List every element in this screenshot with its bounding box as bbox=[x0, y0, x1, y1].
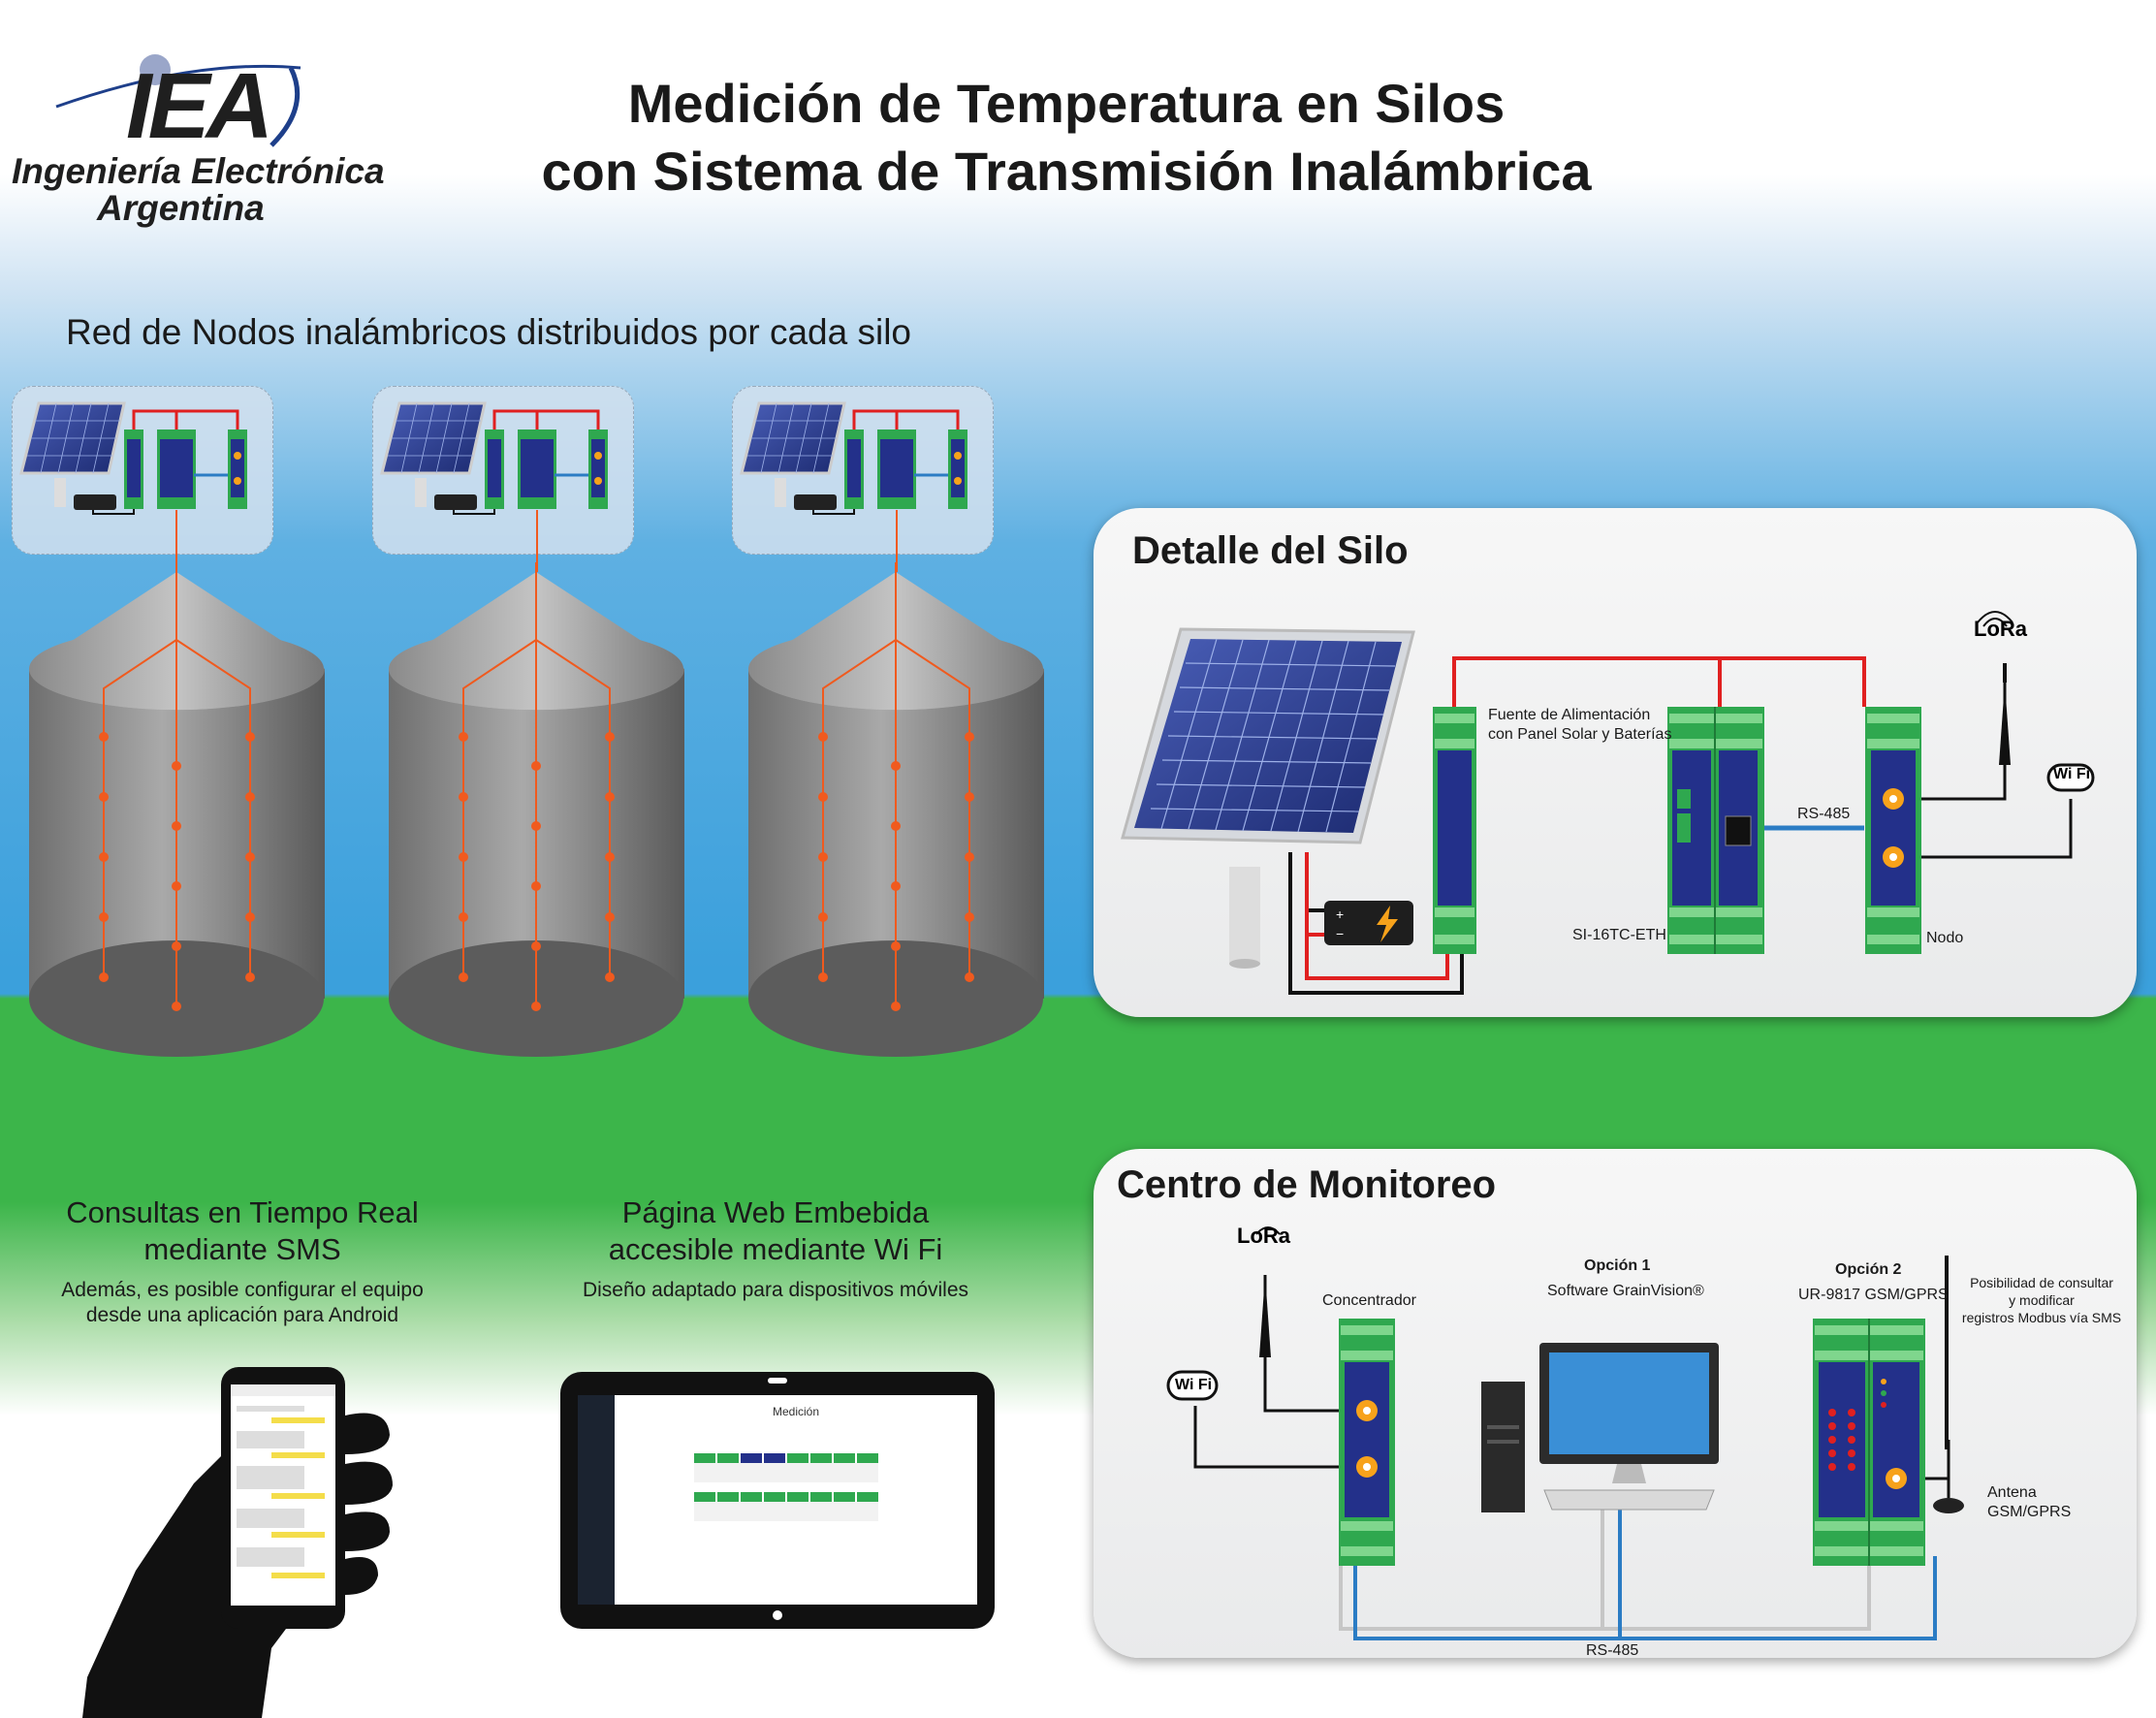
silo-detail-title: Detalle del Silo bbox=[1132, 529, 1409, 572]
tablet-sidebar bbox=[578, 1395, 615, 1605]
monitoring-lora-label: LoRa bbox=[1237, 1224, 1290, 1248]
monitoring-rs485-label: RS-485 bbox=[1586, 1642, 1639, 1659]
web-heading-2: accesible mediante Wi Fi bbox=[608, 1232, 943, 1266]
lora-label: LoRa bbox=[1974, 617, 2027, 641]
page-title: Medición de Temperatura en Silos con Sis… bbox=[388, 70, 1745, 206]
monitoring-diagram bbox=[1166, 1226, 1964, 1640]
ur9817-module bbox=[1813, 1319, 1925, 1566]
antenna-label-1: Antena bbox=[1987, 1484, 2037, 1501]
option2-title: Opción 2 bbox=[1835, 1261, 1902, 1278]
tablet-camera bbox=[768, 1378, 787, 1384]
consult-line3: registros Modbus vía SMS bbox=[1961, 1310, 2122, 1325]
power-label-1: Fuente de Alimentación bbox=[1488, 707, 1651, 723]
monitoring-wifi-label: Wi Fi bbox=[1175, 1377, 1213, 1393]
sms-heading-1: Consultas en Tiempo Real bbox=[66, 1195, 419, 1229]
consult-line2: y modificar bbox=[2009, 1292, 2075, 1308]
logo-mark: IEA bbox=[126, 54, 273, 158]
silo-detail-diagram: +− bbox=[1121, 611, 2095, 995]
mini-node-2 bbox=[380, 401, 610, 574]
silo-2 bbox=[388, 571, 685, 1058]
concentrator-module bbox=[1339, 1319, 1395, 1566]
tablet-data-grid bbox=[694, 1453, 878, 1521]
option1-desc: Software GrainVision® bbox=[1547, 1283, 1704, 1299]
sms-desc-2: desde una aplicación para Android bbox=[85, 1304, 399, 1326]
tablet-page-title: Medición bbox=[772, 1405, 820, 1418]
consult-line1: Posibilidad de consultar bbox=[1970, 1275, 2113, 1290]
svg-text:+: + bbox=[1336, 907, 1344, 922]
svg-text:−: − bbox=[1336, 926, 1344, 941]
node-box-devices bbox=[19, 401, 969, 574]
wifi-badge-icon bbox=[2046, 763, 2095, 792]
title-line1: Medición de Temperatura en Silos bbox=[627, 73, 1506, 134]
option2-desc: UR-9817 GSM/GPRS bbox=[1798, 1287, 1949, 1303]
logo-line1: Ingeniería Electrónica bbox=[12, 151, 385, 191]
tablet-home-button bbox=[773, 1610, 782, 1620]
lora-antenna-icon bbox=[1999, 663, 2011, 765]
silo-1 bbox=[29, 572, 325, 1057]
mini-node-3 bbox=[740, 401, 969, 574]
computer-icon bbox=[1481, 1343, 1719, 1512]
lora-antenna-icon-2 bbox=[1259, 1275, 1271, 1357]
network-heading: Red de Nodos inalámbricos distribuidos p… bbox=[66, 312, 912, 352]
sms-desc-1: Además, es posible configurar el equipo bbox=[61, 1279, 424, 1301]
web-heading-1: Página Web Embebida bbox=[621, 1195, 930, 1229]
logo bbox=[0, 39, 407, 233]
tablet: Medición bbox=[560, 1372, 995, 1629]
tablet-screen: Medición bbox=[578, 1395, 977, 1605]
web-section: Página Web Embebida accesible mediante W… bbox=[562, 1194, 989, 1303]
power-supply-module bbox=[1433, 707, 1476, 954]
wifi-label: Wi Fi bbox=[2053, 766, 2091, 782]
consult-note: Posibilidad de consultar y modificar reg… bbox=[1954, 1274, 2129, 1326]
si16tc-eth-module bbox=[1667, 707, 1764, 954]
si16tc-label: SI-16TC-ETH bbox=[1572, 927, 1666, 943]
wifi-badge-icon-2 bbox=[1166, 1370, 1219, 1401]
web-desc: Diseño adaptado para dispositivos móvile… bbox=[582, 1279, 969, 1301]
phone-hand-icon bbox=[82, 1367, 393, 1718]
node-label: Nodo bbox=[1926, 930, 1964, 946]
battery-icon: +− bbox=[1324, 901, 1413, 945]
antenna-label-2: GSM/GPRS bbox=[1987, 1504, 2072, 1520]
silos-illustration bbox=[29, 562, 1045, 1058]
sms-section: Consultas en Tiempo Real mediante SMS Ad… bbox=[29, 1194, 456, 1328]
logo-swoosh-icon bbox=[55, 54, 301, 147]
monitoring-title: Centro de Monitoreo bbox=[1117, 1163, 1497, 1206]
lora-signal-icon-2 bbox=[1255, 1226, 1281, 1235]
power-label-2: con Panel Solar y Baterías bbox=[1488, 726, 1672, 743]
silo-3 bbox=[747, 571, 1045, 1058]
concentrator-label: Concentrador bbox=[1322, 1292, 1416, 1309]
option1-title: Opción 1 bbox=[1584, 1257, 1651, 1274]
sms-heading-2: mediante SMS bbox=[143, 1232, 341, 1266]
rs485-label: RS-485 bbox=[1797, 806, 1851, 822]
node-module bbox=[1865, 707, 1921, 954]
logo-line2: Argentina bbox=[97, 188, 265, 228]
solar-panel-icon bbox=[1121, 627, 1415, 969]
lora-signal-icon bbox=[1977, 611, 2013, 627]
title-line2: con Sistema de Transmisión Inalámbrica bbox=[541, 141, 1592, 202]
gsm-antenna-icon bbox=[1925, 1256, 1964, 1513]
